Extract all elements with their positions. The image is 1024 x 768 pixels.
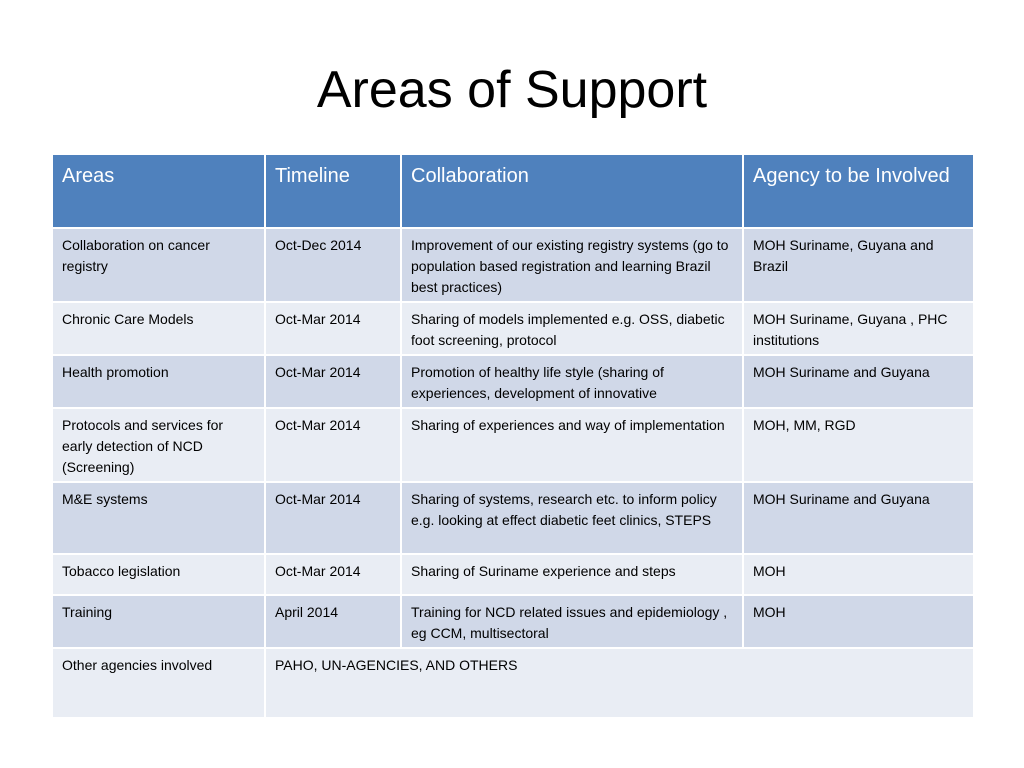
table-row: Health promotion Oct-Mar 2014 Promotion … [51,354,975,409]
agency-cell: MOH Suriname, Guyana and Brazil [742,227,975,303]
table-row: Protocols and services for early detecti… [51,407,975,483]
area-cell: Tobacco legislation [51,553,266,596]
table-header-row: Areas Timeline Collaboration Agency to b… [51,153,975,229]
column-header-timeline: Timeline [264,153,402,229]
agency-cell: MOH [742,553,975,596]
collaboration-cell: Sharing of Suriname experience and steps [400,553,744,596]
area-cell: Chronic Care Models [51,301,266,356]
area-cell: Collaboration on cancer registry [51,227,266,303]
column-header-areas: Areas [51,153,266,229]
agency-cell: MOH Suriname, Guyana , PHC institutions [742,301,975,356]
area-cell: Training [51,594,266,649]
footer-label: Other agencies involved [51,647,266,719]
agency-cell: MOH Suriname and Guyana [742,481,975,555]
collaboration-cell: Sharing of models implemented e.g. OSS, … [400,301,744,356]
agency-cell: MOH [742,594,975,649]
area-cell: Health promotion [51,354,266,409]
area-cell: M&E systems [51,481,266,555]
collaboration-cell: Sharing of experiences and way of implem… [400,407,744,483]
support-table: Areas Timeline Collaboration Agency to b… [51,153,975,719]
area-cell: Protocols and services for early detecti… [51,407,266,483]
timeline-cell: Oct-Mar 2014 [264,481,402,555]
collaboration-cell: Training for NCD related issues and epid… [400,594,744,649]
timeline-cell: Oct-Mar 2014 [264,553,402,596]
collaboration-cell: Improvement of our existing registry sys… [400,227,744,303]
footer-value: PAHO, UN-AGENCIES, AND OTHERS [264,647,975,719]
collaboration-cell: Sharing of systems, research etc. to inf… [400,481,744,555]
table-row: Collaboration on cancer registry Oct-Dec… [51,227,975,303]
collaboration-cell: Promotion of healthy life style (sharing… [400,354,744,409]
timeline-cell: Oct-Dec 2014 [264,227,402,303]
table-row: M&E systems Oct-Mar 2014 Sharing of syst… [51,481,975,555]
table-footer-row: Other agencies involved PAHO, UN-AGENCIE… [51,647,975,719]
agency-cell: MOH Suriname and Guyana [742,354,975,409]
column-header-collaboration: Collaboration [400,153,744,229]
table-row: Tobacco legislation Oct-Mar 2014 Sharing… [51,553,975,596]
table-row: Training April 2014 Training for NCD rel… [51,594,975,649]
column-header-agency: Agency to be Involved [742,153,975,229]
timeline-cell: Oct-Mar 2014 [264,407,402,483]
timeline-cell: Oct-Mar 2014 [264,301,402,356]
slide-title: Areas of Support [316,61,708,119]
timeline-cell: Oct-Mar 2014 [264,354,402,409]
timeline-cell: April 2014 [264,594,402,649]
table-row: Chronic Care Models Oct-Mar 2014 Sharing… [51,301,975,356]
agency-cell: MOH, MM, RGD [742,407,975,483]
